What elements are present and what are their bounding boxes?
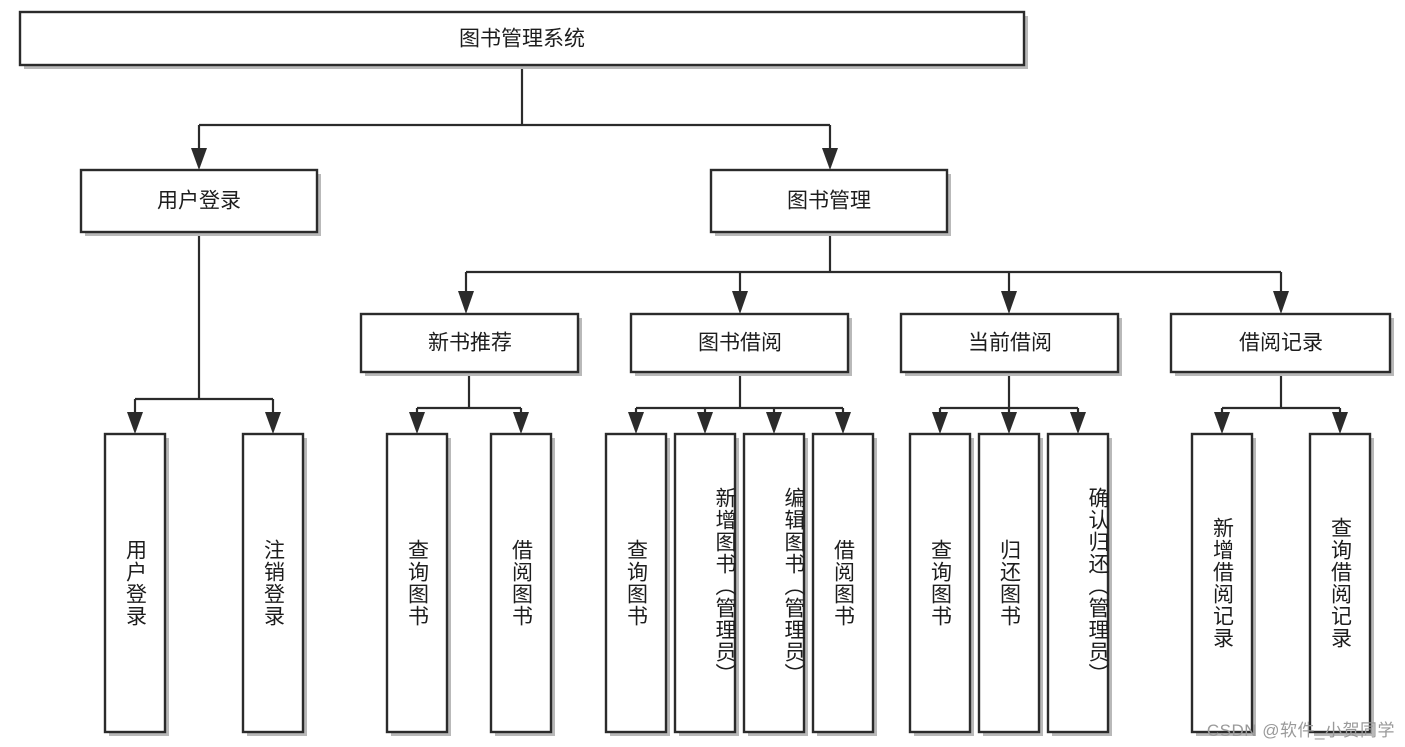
- leaf-new-book-1[interactable]: [385, 432, 451, 736]
- arrow-newbook-leaf1: [409, 412, 425, 434]
- arrow-userlogin-leaf2: [265, 412, 281, 434]
- leaf-current-borrow-2[interactable]: [977, 432, 1043, 736]
- arrow-to-newbook: [458, 291, 474, 314]
- node-book-borrow-label: 图书借阅: [698, 332, 782, 355]
- arrow-borrowrecord-leaf2: [1332, 412, 1348, 434]
- node-new-book-recommend-label: 新书推荐: [428, 332, 512, 355]
- leaf-new-book-2[interactable]: [489, 432, 555, 736]
- node-new-book-recommend[interactable]: 新书推荐: [359, 312, 582, 376]
- node-book-manage-label: 图书管理: [787, 190, 871, 213]
- node-user-login[interactable]: 用户登录: [79, 168, 321, 236]
- arrow-bookborrow-leaf2: [697, 412, 713, 434]
- node-book-manage[interactable]: 图书管理: [709, 168, 951, 236]
- arrow-to-bookborrow: [732, 291, 748, 314]
- arrow-to-user-login: [191, 148, 207, 170]
- arrow-to-currentborrow: [1001, 291, 1017, 314]
- leaf-book-borrow-1[interactable]: [604, 432, 670, 736]
- node-borrow-record[interactable]: 借阅记录: [1169, 312, 1394, 376]
- arrow-bookborrow-leaf1: [628, 412, 644, 434]
- leaf-book-borrow-3[interactable]: [742, 432, 808, 736]
- arrow-borrowrecord-leaf1: [1214, 412, 1230, 434]
- arrow-bookborrow-leaf4: [835, 412, 851, 434]
- arrow-to-borrowrecord: [1273, 291, 1289, 314]
- leaf-user-login-2[interactable]: [241, 432, 307, 736]
- node-user-login-label: 用户登录: [157, 190, 241, 213]
- node-borrow-record-label: 借阅记录: [1239, 332, 1323, 355]
- arrow-bookborrow-leaf3: [766, 412, 782, 434]
- leaf-book-borrow-4[interactable]: [811, 432, 877, 736]
- arrow-newbook-leaf2: [513, 412, 529, 434]
- node-book-borrow[interactable]: 图书借阅: [629, 312, 852, 376]
- leaf-user-login-1[interactable]: [103, 432, 169, 736]
- leaf-book-borrow-2[interactable]: [673, 432, 739, 736]
- node-current-borrow[interactable]: 当前借阅: [899, 312, 1122, 376]
- arrow-currentborrow-leaf2: [1001, 412, 1017, 434]
- leaf-current-borrow-3[interactable]: [1046, 432, 1112, 736]
- node-current-borrow-label: 当前借阅: [968, 332, 1052, 355]
- leaf-borrow-record-1[interactable]: [1190, 432, 1256, 736]
- node-root-label: 图书管理系统: [459, 28, 585, 51]
- leaf-current-borrow-1[interactable]: [908, 432, 974, 736]
- leaf-borrow-record-2[interactable]: [1308, 432, 1374, 736]
- arrow-currentborrow-leaf3: [1070, 412, 1086, 434]
- arrow-userlogin-leaf1: [127, 412, 143, 434]
- connectors-layer: [127, 65, 1348, 434]
- csdn-watermark: CSDN @软件_小贺同学: [1206, 721, 1395, 740]
- arrow-to-book-manage: [822, 148, 838, 170]
- arrow-currentborrow-leaf1: [932, 412, 948, 434]
- node-root[interactable]: 图书管理系统: [18, 10, 1028, 69]
- nodes-layer: 图书管理系统 用户登录 图书管理 新书推荐: [18, 10, 1394, 736]
